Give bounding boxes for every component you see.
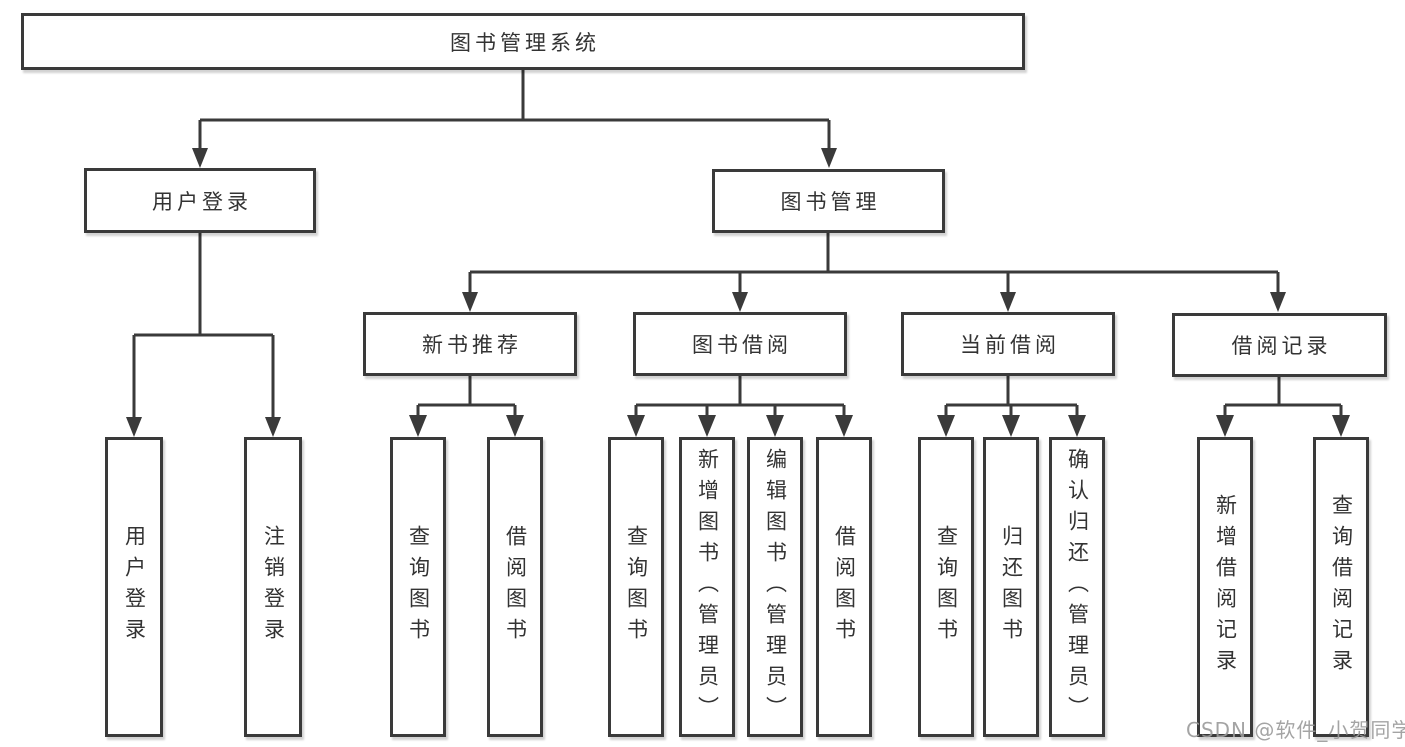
node-nb-borrow-books: 借阅图书 (487, 437, 543, 737)
arrowheads (627, 415, 853, 437)
arrowheads (126, 417, 281, 437)
arrowheads (409, 415, 524, 437)
arrowheads (1216, 415, 1350, 437)
edge-line (198, 70, 831, 150)
node-book-borrowing: 图书借阅 (633, 312, 847, 376)
node-bb-borrow-books: 借阅图书 (816, 437, 872, 737)
node-cb-confirm-return-admin: 确认归还（管理员） (1049, 437, 1105, 737)
arrowheads (462, 292, 1286, 312)
edge-line (132, 233, 275, 419)
edge-book-management-branch (462, 233, 1286, 312)
arrowheads (937, 415, 1086, 437)
edge-line (416, 376, 517, 418)
edge-line (1223, 377, 1343, 418)
edge-line (634, 376, 846, 418)
edge-book-borrow-branch (627, 376, 853, 437)
edge-line (468, 233, 1280, 294)
node-logout: 注销登录 (244, 437, 302, 737)
node-borrow-records: 借阅记录 (1172, 313, 1387, 377)
node-book-management: 图书管理 (712, 169, 945, 233)
node-user-login: 用户登录 (84, 168, 316, 233)
node-login: 用户登录 (105, 437, 163, 737)
edge-new-book-branch (409, 376, 524, 437)
arrowheads (192, 148, 837, 168)
edge-root-to-level1 (192, 70, 837, 168)
node-br-query-record: 查询借阅记录 (1313, 437, 1369, 737)
node-new-book-recommend: 新书推荐 (363, 312, 577, 376)
edge-line (944, 376, 1079, 418)
watermark: CSDN @软件_小贺同学 (1186, 718, 1405, 742)
node-bb-edit-books-admin: 编辑图书（管理员） (747, 437, 803, 737)
node-br-add-record: 新增借阅记录 (1197, 437, 1253, 737)
node-current-borrowing: 当前借阅 (901, 312, 1115, 376)
edge-borrow-records-branch (1216, 377, 1350, 437)
node-nb-query-books: 查询图书 (390, 437, 446, 737)
edge-current-borrow-branch (937, 376, 1086, 437)
node-cb-query-books: 查询图书 (918, 437, 974, 737)
node-bb-add-books-admin: 新增图书（管理员） (679, 437, 735, 737)
edge-user-login-branch (126, 233, 281, 437)
node-library-system: 图书管理系统 (21, 13, 1025, 70)
node-bb-query-books: 查询图书 (608, 437, 664, 737)
node-cb-return-books: 归还图书 (983, 437, 1039, 737)
